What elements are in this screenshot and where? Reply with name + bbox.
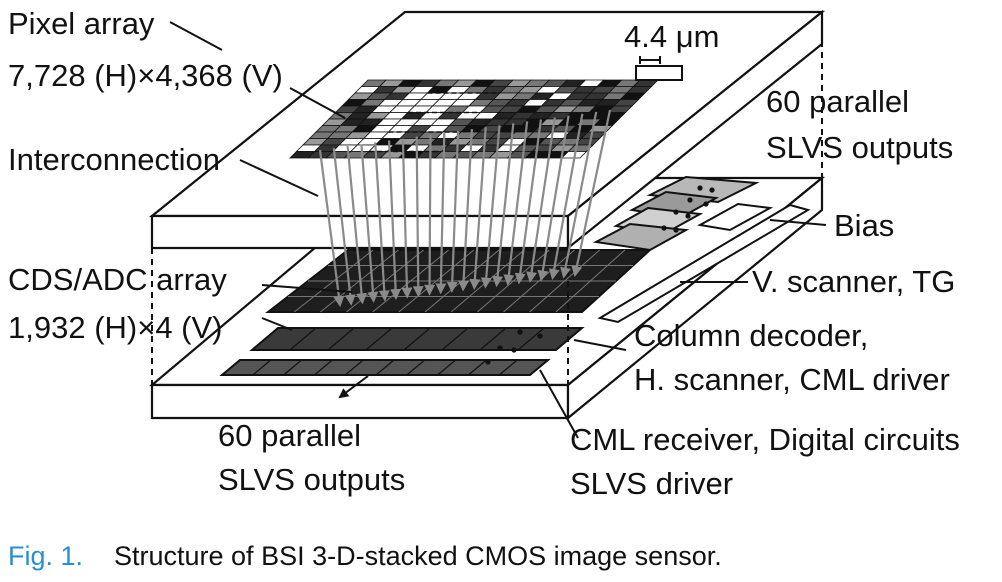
interconnection-arrow [548,113,584,281]
cds-adc-size-label: 1,932 (H)×4 (V) [8,310,223,345]
cml-receiver-divider [468,359,487,376]
connection-dot [703,201,709,207]
pixel-array-size-label: 7,728 (H)×4,368 (V) [8,58,283,93]
cds-adc-label: CDS/ADC array [8,262,227,297]
pixel-array-label: Pixel array [8,6,155,41]
connection-dot [511,347,517,353]
slvs-bottom-label-2: SLVS outputs [218,462,405,497]
cds-grid-col [293,249,374,313]
interconnection-arrow [401,138,413,299]
cds-grid-col [529,249,600,313]
interconnection-arrow [360,144,379,303]
cml-receiver-label-1: CML receiver, Digital circuits [570,422,960,457]
logic-chip-front-face [150,383,570,420]
column-decoder-label-2: H. scanner, CML driver [634,362,950,397]
interconnection-arrow [435,132,447,295]
column-decoder-divider [327,327,355,351]
column-decoder-divider [403,327,431,351]
connection-dot [661,225,667,231]
interconnection-arrow [514,119,543,285]
figure-caption: Structure of BSI 3-D-stacked CMOS image … [114,541,722,571]
pixel-chip-front-face [150,214,570,250]
column-decoder-label-1: Column decoder, [634,318,868,353]
interconnection-arrow [446,130,460,293]
interconnection-arrow [492,123,515,288]
cds-grid-col [555,249,626,313]
connection-dot [697,185,703,191]
connection-dots [485,185,715,365]
slvs-output-arrow [338,375,369,399]
cml-receiver-divider [314,359,333,376]
interconnection-arrow [412,136,424,298]
column-decoder-divider [365,327,393,351]
interconnection-arrow [458,128,474,292]
column-decoder-divider [441,327,469,351]
cml-receiver-label-2: SLVS driver [570,466,733,501]
interconnection-arrow [318,149,345,308]
connection-dot [537,333,543,339]
interconnection-arrow [387,140,402,301]
interconnection-arrow [332,147,356,306]
interconnection-arrow [374,142,390,302]
cml-receiver-divider [252,359,272,376]
connection-dot [685,213,691,219]
interconnection-arrow [571,109,612,278]
column-decoder-divider [479,327,507,351]
strip-dividers [252,327,545,376]
slvs-top-label-2: SLVS outputs [766,130,953,165]
interconnection-arrow [503,121,529,286]
pixel-pitch-label: 4.4 μm [624,19,719,54]
column-decoder-divider [517,327,545,351]
cds-grid-col [398,249,475,313]
cml-receiver-divider [344,359,364,376]
interconnection-arrow [526,117,556,283]
cml-receiver-divider [406,359,426,376]
cml-receiver-divider [437,359,456,376]
bias-block [697,202,774,232]
v-scanner-label: V. scanner, TG [752,264,955,299]
cml-receiver-divider [283,359,302,376]
connection-dot [673,209,679,215]
slvs-top-label-1: 60 parallel [766,84,909,119]
interconnection-arrow [346,146,368,305]
column-decoder-divider [289,327,317,351]
connection-dot [497,345,503,351]
interconnection-arrow [560,111,598,279]
cml-receiver-divider [498,359,518,376]
connection-dot [709,187,715,193]
connection-dot [687,197,693,203]
leader-lines [169,21,827,439]
cml-receiver-divider [375,359,395,376]
interconnection-arrow [424,134,436,296]
pixel-chip-side-face [566,9,824,251]
connection-dot [485,359,491,365]
interconnection-arrow [469,127,487,291]
interconnection-arrow [537,115,570,282]
v-scanner-strip [597,203,811,324]
bias-label: Bias [834,208,894,243]
pixel-pitch-marker [635,56,683,81]
pixel-array [289,79,659,159]
slvs-bottom-label-1: 60 parallel [218,418,361,453]
interconnection-arrows [318,109,612,308]
connection-dot [673,227,679,233]
connection-dot [517,329,523,335]
cds-grid-col [372,249,449,313]
figure-number: Fig. 1. [8,541,83,571]
interconnection-label: Interconnection [8,142,220,177]
interconnection-arrow [480,125,501,289]
